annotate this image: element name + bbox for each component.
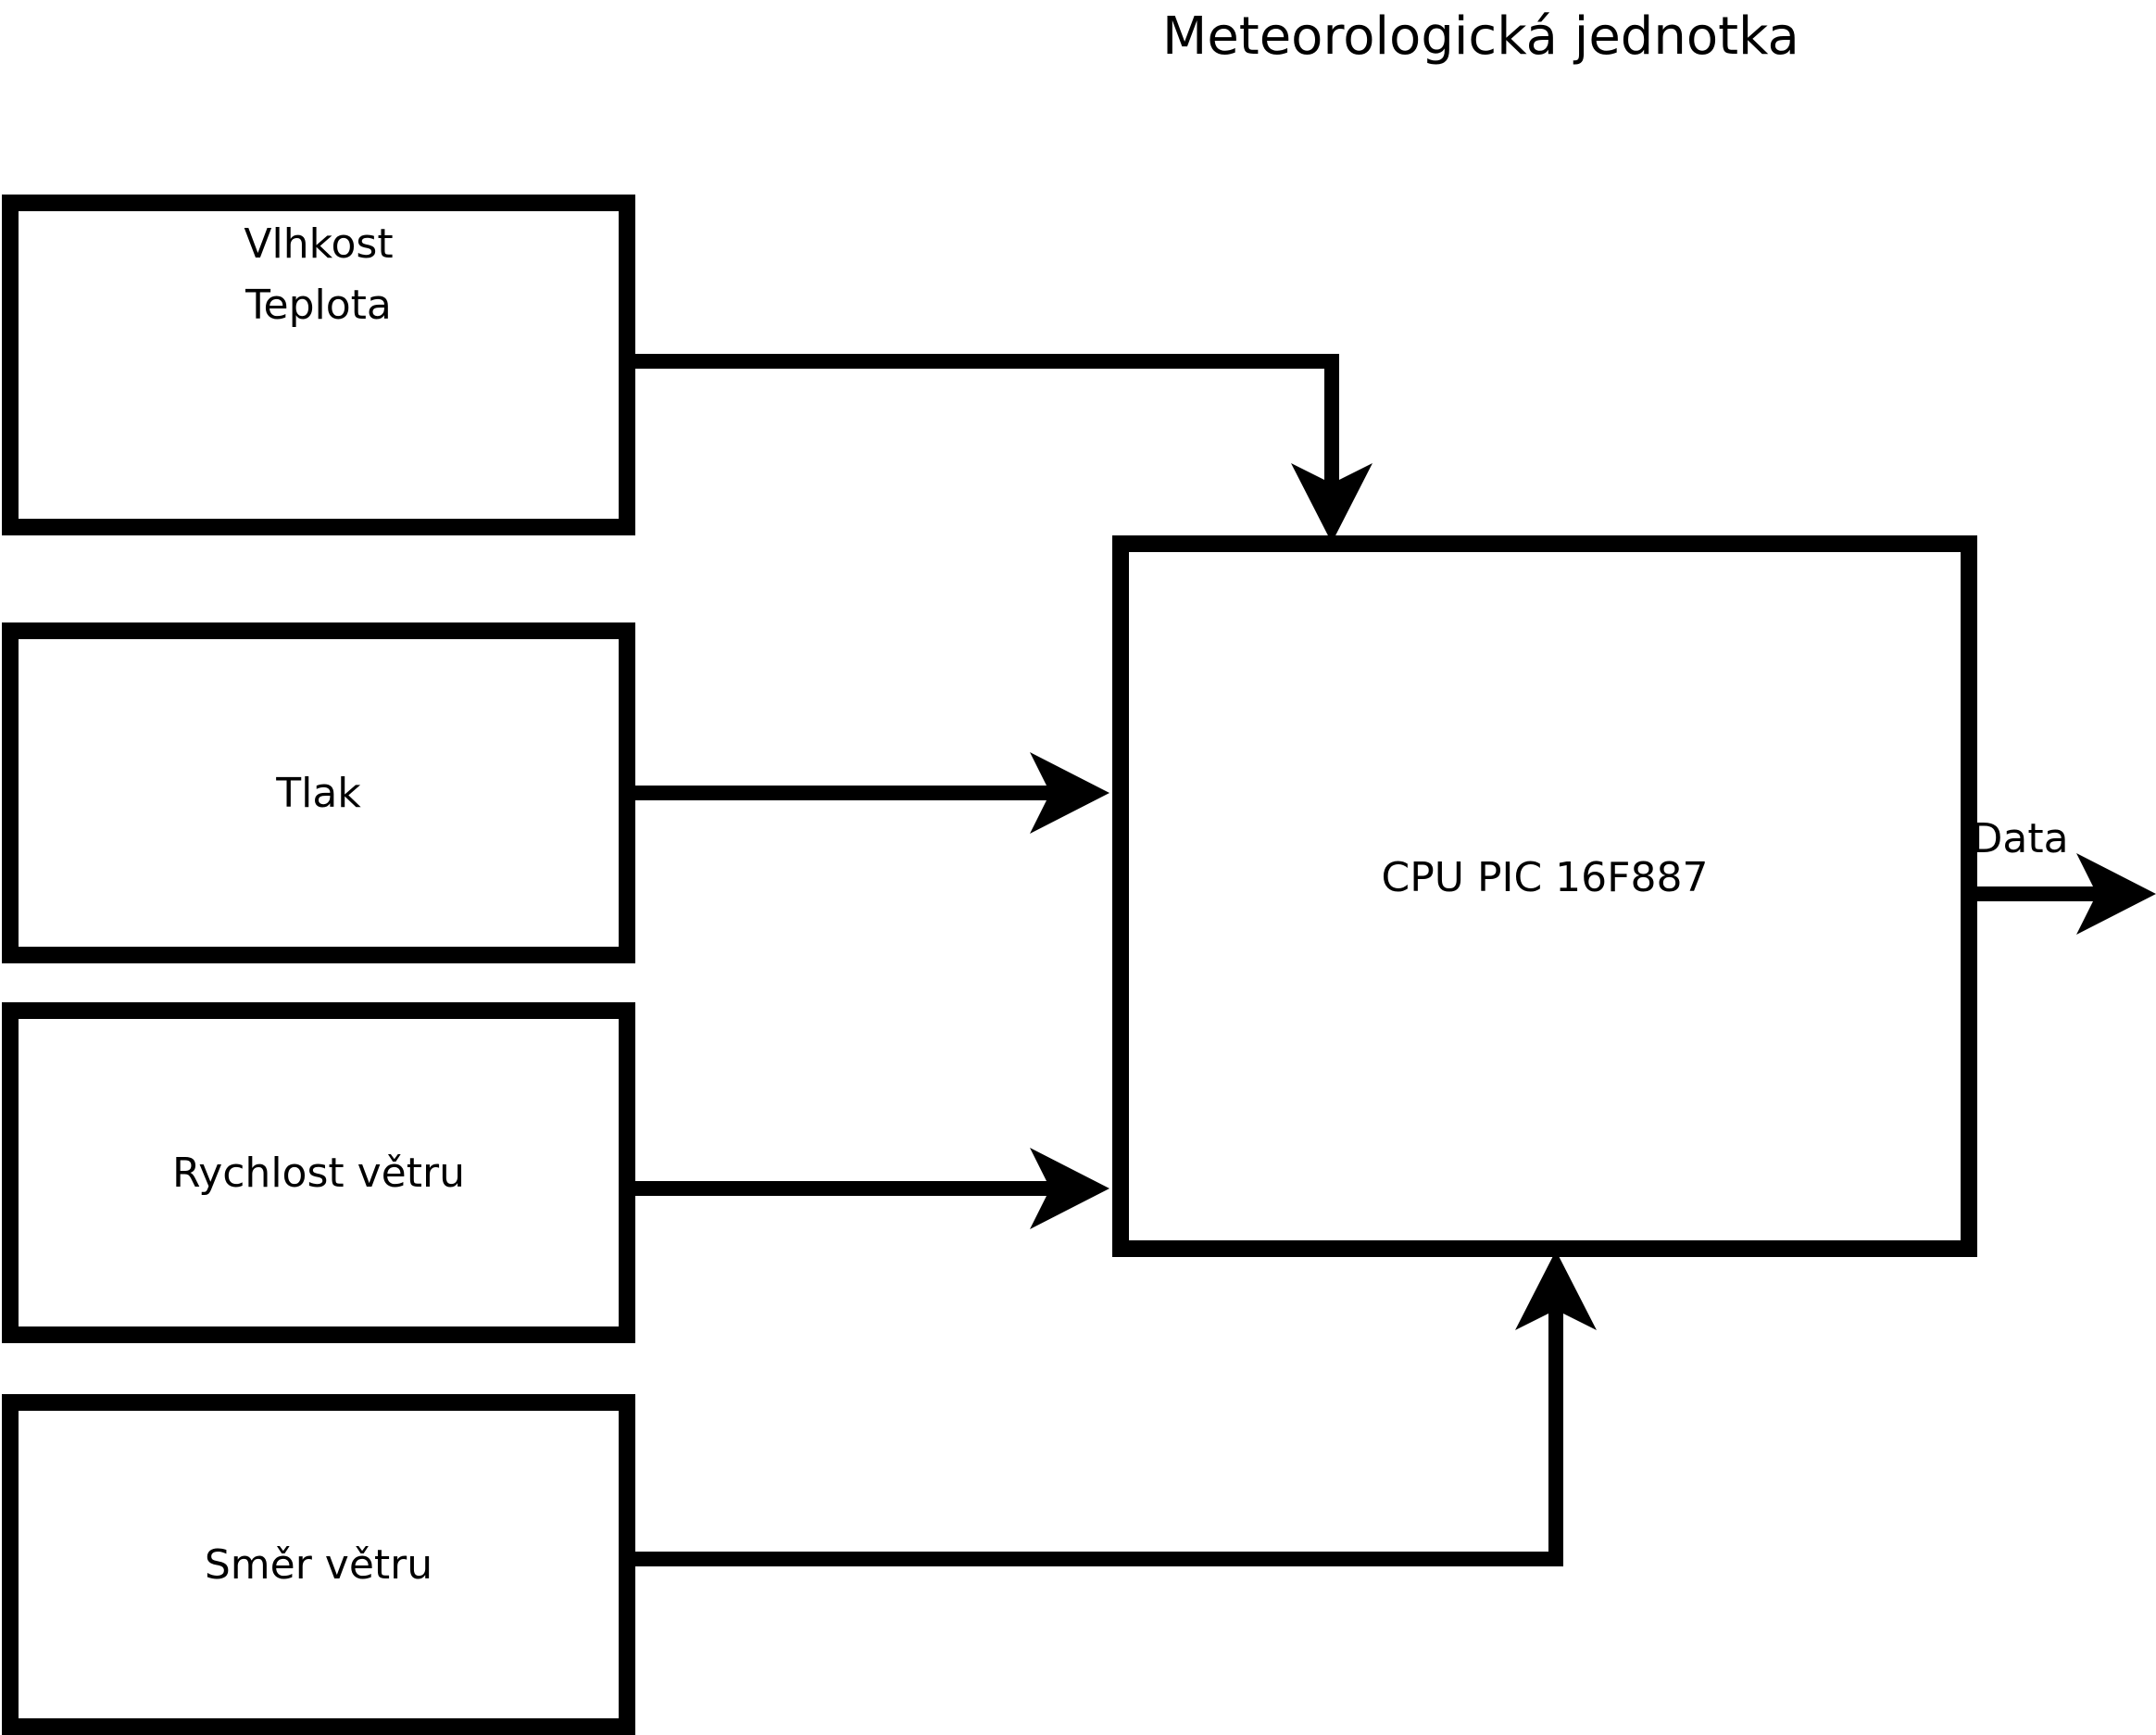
node-cpu-label: CPU PIC 16F887: [1382, 854, 1709, 901]
edge-humidity-to-cpu-line: [627, 354, 1339, 500]
node-wind-direction-label: Směr větru: [205, 1541, 432, 1589]
edge-wind-direction-to-cpu-line: [627, 1293, 1563, 1566]
edge-cpu-to-data-arrowhead-right: [2076, 853, 2156, 935]
node-wind-speed[interactable]: Rychlost větru: [2, 1002, 635, 1343]
page-title: Meteorologická jednotka: [1162, 6, 1799, 67]
edge-wind-direction-to-cpu: [627, 1251, 1597, 1566]
edge-pressure-to-cpu-arrowhead-right: [1030, 752, 1109, 834]
node-pressure-rect[interactable]: [2, 622, 635, 963]
node-wind-speed-label: Rychlost větru: [172, 1150, 465, 1197]
node-pressure-label: Tlak: [275, 770, 361, 817]
edge-wind-direction-to-cpu-arrowhead-up: [1515, 1251, 1597, 1330]
edge-humidity-to-cpu-arrowhead-down: [1291, 463, 1373, 543]
edge-pressure-to-cpu: [627, 752, 1109, 834]
node-humidity-temperature-label-line2: Teplota: [244, 282, 392, 329]
node-wind-speed-rect[interactable]: [2, 1002, 635, 1343]
node-cpu[interactable]: CPU PIC 16F887: [1112, 535, 1977, 1257]
edge-wind-speed-to-cpu: [627, 1148, 1109, 1229]
node-cpu-rect[interactable]: [1112, 535, 1977, 1257]
edge-wind-speed-to-cpu-arrowhead-right: [1030, 1148, 1109, 1229]
node-humidity-temperature-rect[interactable]: [2, 195, 635, 535]
node-wind-direction[interactable]: Směr větru: [2, 1394, 635, 1735]
edge-cpu-to-data-label: Data: [1971, 815, 2068, 862]
node-humidity-temperature[interactable]: Vlhkost Teplota: [2, 195, 635, 535]
node-humidity-temperature-label-line1: Vlhkost: [244, 220, 393, 268]
edge-cpu-to-data: Data: [1969, 815, 2156, 935]
node-pressure[interactable]: Tlak: [2, 622, 635, 963]
edge-humidity-to-cpu: [627, 354, 1373, 543]
